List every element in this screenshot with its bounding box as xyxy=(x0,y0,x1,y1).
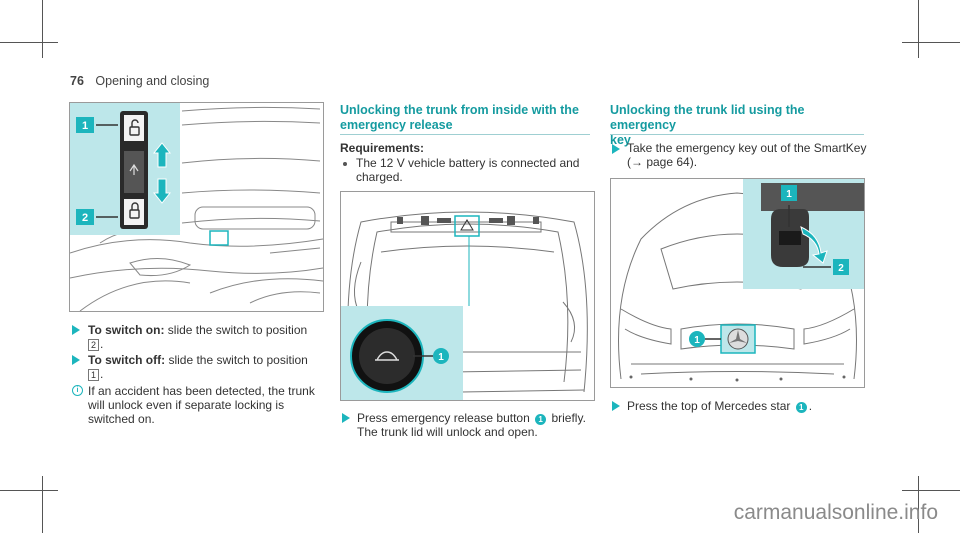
watermark: carmanualsonline.info xyxy=(733,501,938,524)
step-arrow-icon xyxy=(72,325,80,335)
info-note: If an accident has been detected, the tr… xyxy=(88,384,315,426)
step-switch-on-text: slide the switch to position xyxy=(167,323,308,337)
heading-rule xyxy=(610,134,864,135)
step-press-star: Press the top of Mercedes star 1. xyxy=(627,399,813,413)
fig1-label-1: 1 xyxy=(82,120,88,132)
fig3-label-1: 1 xyxy=(786,189,792,200)
position-key-2: 2 xyxy=(88,339,100,351)
crop-mark xyxy=(918,0,919,58)
badge-1: 1 xyxy=(795,402,807,413)
requirement-item: The 12 V vehicle battery is connected an… xyxy=(356,156,580,184)
heading-rule xyxy=(340,134,590,135)
step-arrow-icon xyxy=(72,355,80,365)
step-take-key: Take the emergency key out of the SmartK… xyxy=(627,141,867,169)
figure-trunk-release: 1 xyxy=(340,191,595,401)
bullet xyxy=(343,162,347,166)
step-switch-on-label: To switch on: xyxy=(88,323,165,337)
fig1-label-2: 2 xyxy=(82,212,88,224)
crop-mark xyxy=(918,476,919,533)
step-press-release: Press emergency release button 1 briefly… xyxy=(357,411,586,439)
crop-mark xyxy=(42,0,43,58)
step-switch-off: To switch off: slide the switch to posit… xyxy=(88,353,308,381)
section-heading-emergency-key: Unlocking the trunk lid using the emerge… xyxy=(610,103,805,147)
fig2-label-1: 1 xyxy=(438,352,444,363)
crop-mark xyxy=(902,490,960,491)
requirements-label: Requirements: xyxy=(340,141,425,155)
badge-1: 1 xyxy=(535,414,547,425)
step-arrow-icon xyxy=(612,401,620,411)
step-switch-on: To switch on: slide the switch to positi… xyxy=(88,323,308,351)
section-title: Opening and closing xyxy=(95,74,210,88)
step-arrow-icon xyxy=(342,413,350,423)
figure-lock-switch: 1 2 xyxy=(69,102,324,312)
crop-mark xyxy=(42,476,43,533)
step-switch-off-text: slide the switch to position xyxy=(168,353,308,367)
page-header: 76 Opening and closing xyxy=(70,74,209,88)
figure-emergency-key: 1 1 2 xyxy=(610,178,865,388)
crop-mark xyxy=(902,42,960,43)
crop-mark xyxy=(0,42,58,43)
step-switch-off-label: To switch off: xyxy=(88,353,166,367)
info-icon: i xyxy=(72,385,83,396)
fig3-label-2: 2 xyxy=(838,263,844,274)
position-key-1: 1 xyxy=(88,369,100,381)
crop-mark xyxy=(0,490,58,491)
page-number: 76 xyxy=(70,74,84,88)
step-arrow-icon xyxy=(612,144,620,154)
requirements: Requirements: xyxy=(340,141,590,155)
fig3-label-star: 1 xyxy=(694,335,700,346)
section-heading-emergency-release: Unlocking the trunk from inside with the… xyxy=(340,103,579,132)
